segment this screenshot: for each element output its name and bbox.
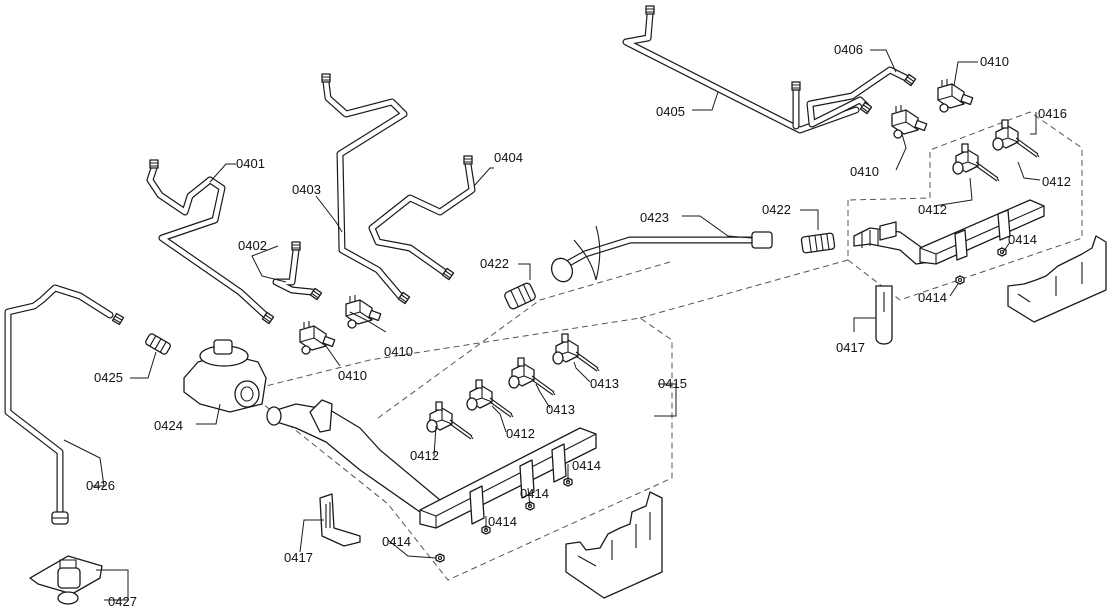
burner-valve-0413-b xyxy=(552,333,600,372)
label-0422-left: 0422 xyxy=(480,256,509,271)
pipe-0401 xyxy=(146,159,275,325)
label-0410-left-b: 0410 xyxy=(338,368,367,383)
label-0403: 0403 xyxy=(292,182,321,197)
burner-valve-0412-d xyxy=(992,119,1040,158)
pipe-0402 xyxy=(272,241,323,301)
solenoid-valve-0410-left xyxy=(299,320,336,355)
burner-valve-0413-a xyxy=(508,357,556,396)
bracket-0417-upper xyxy=(875,285,893,345)
label-0414-upper-b: 0414 xyxy=(918,290,947,305)
bracket-0417-lower xyxy=(319,493,361,547)
burner-valve-0412-a xyxy=(426,401,474,440)
label-0427: 0427 xyxy=(108,594,137,609)
leader-lines xyxy=(63,49,1041,601)
nut-0414-a xyxy=(435,553,445,563)
manifold-0415 xyxy=(266,399,597,529)
label-0404: 0404 xyxy=(494,150,523,165)
pipe-0423 xyxy=(550,225,773,283)
mounting-frame-lower xyxy=(565,491,663,599)
pipe-0403 xyxy=(321,73,411,305)
label-0424: 0424 xyxy=(154,418,183,433)
label-0401: 0401 xyxy=(236,156,265,171)
manifold-0416 xyxy=(853,199,1045,265)
fitting-0422-left xyxy=(504,282,536,310)
label-0414-lower-a: 0414 xyxy=(572,458,601,473)
label-0412-lower-a: 0412 xyxy=(506,426,535,441)
label-0414-lower-c: 0414 xyxy=(488,514,517,529)
label-0412-upper-b: 0412 xyxy=(918,202,947,217)
upper-manifold-outline xyxy=(847,111,1083,301)
label-0412-lower-b: 0412 xyxy=(410,448,439,463)
nut-0414-e xyxy=(955,275,965,285)
lower-manifold-outline xyxy=(257,317,673,581)
adapter-0425 xyxy=(145,333,171,355)
label-0417-lower: 0417 xyxy=(284,550,313,565)
label-0414-lower-d: 0414 xyxy=(382,534,411,549)
label-0410-lower: 0410 xyxy=(850,164,879,179)
dashed-assembly-outlines xyxy=(257,111,1083,581)
label-0414-upper-a: 0414 xyxy=(1008,232,1037,247)
label-0412-upper-a: 0412 xyxy=(1042,174,1071,189)
label-0413-a: 0413 xyxy=(590,376,619,391)
label-0413-b: 0413 xyxy=(546,402,575,417)
burner-valve-0412-b xyxy=(466,379,514,418)
part-labels: 0401 0402 0403 0404 0405 0406 0410 0410 … xyxy=(86,42,1071,609)
label-0406: 0406 xyxy=(834,42,863,57)
fitting-0422-right xyxy=(800,232,836,254)
link-outline-right xyxy=(639,259,849,319)
label-0422-right: 0422 xyxy=(762,202,791,217)
solenoid-valve-0410-right xyxy=(345,294,382,329)
pipe-0406 xyxy=(806,66,917,128)
label-0423: 0423 xyxy=(640,210,669,225)
solenoid-valve-0410-upper xyxy=(937,78,974,113)
label-0416: 0416 xyxy=(1038,106,1067,121)
burner-valve-0412-c xyxy=(952,143,1000,182)
pipe-0404 xyxy=(368,155,476,281)
label-0417-upper: 0417 xyxy=(836,340,865,355)
inlet-bracket-0427 xyxy=(29,555,103,605)
label-0414-lower-b: 0414 xyxy=(520,486,549,501)
solenoid-valve-0410-lower xyxy=(891,104,928,139)
pipe-0426 xyxy=(4,284,125,525)
label-0425: 0425 xyxy=(94,370,123,385)
label-0402: 0402 xyxy=(238,238,267,253)
label-0426: 0426 xyxy=(86,478,115,493)
label-0410-upper: 0410 xyxy=(980,54,1009,69)
label-0405: 0405 xyxy=(656,104,685,119)
regulator-0424 xyxy=(183,339,267,413)
link-outline-left xyxy=(377,261,671,419)
label-0415: 0415 xyxy=(658,376,687,391)
label-0410-left-a: 0410 xyxy=(384,344,413,359)
mounting-frame-upper xyxy=(1007,235,1107,323)
